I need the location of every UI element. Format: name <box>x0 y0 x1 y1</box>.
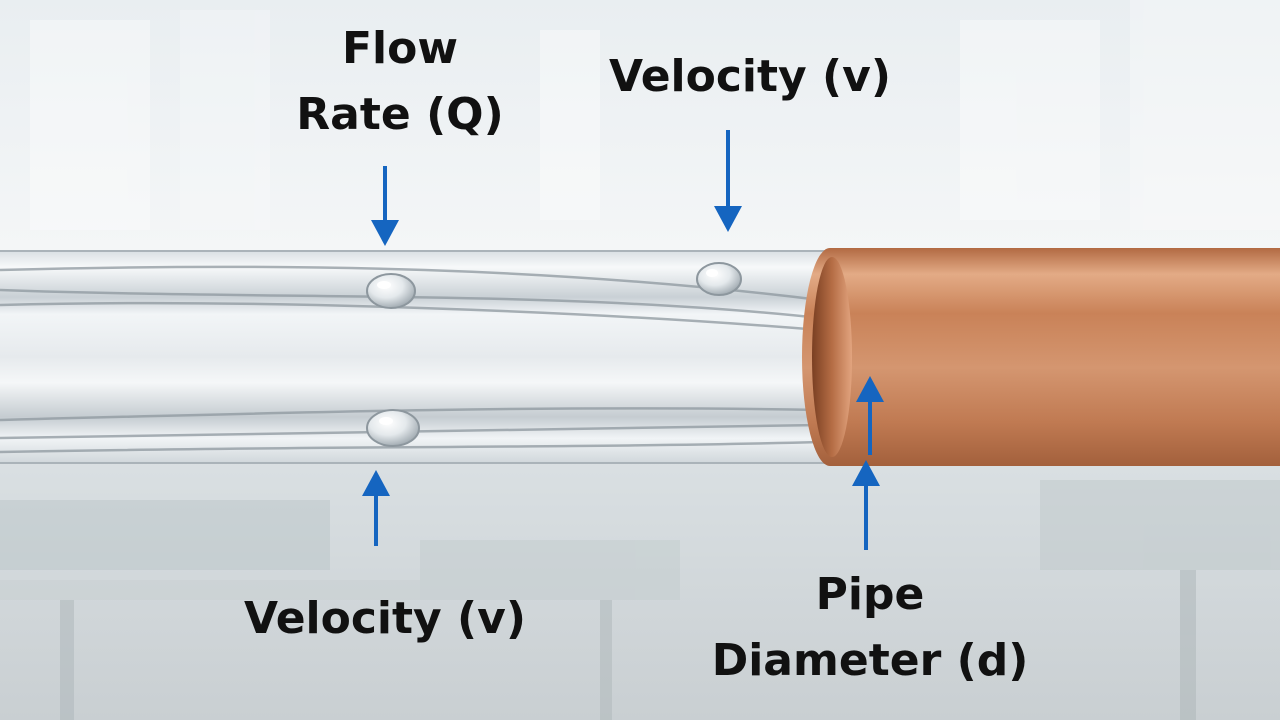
arrow-up-icon <box>852 460 880 550</box>
pipe-diameter-label-line1: Pipe <box>815 569 925 620</box>
arrow-down-icon <box>371 166 399 246</box>
flow-rate-label-line1: Flow <box>341 23 458 74</box>
background-windows <box>30 0 1280 230</box>
background-machines <box>0 480 1280 720</box>
bubble-top-right <box>696 262 742 296</box>
copper-pipe <box>802 248 1280 466</box>
flow-rate-label-line2: Rate (Q) <box>296 89 504 140</box>
velocity-bottom-label: Velocity (v) <box>244 593 526 644</box>
copper-pipe-opening <box>812 257 852 457</box>
velocity-top-label: Velocity (v) <box>609 51 891 102</box>
arrow-up-icon <box>362 470 390 546</box>
flow-rate-label: Flow Rate (Q) <box>270 16 530 148</box>
pipe-diameter-label: Pipe Diameter (d) <box>700 562 1040 694</box>
arrow-up-icon <box>856 376 884 455</box>
pipe-diameter-label-line2: Diameter (d) <box>711 635 1029 686</box>
bubble-bottom <box>366 409 420 447</box>
bubble-top-left <box>366 273 416 309</box>
arrow-down-icon <box>714 130 742 232</box>
